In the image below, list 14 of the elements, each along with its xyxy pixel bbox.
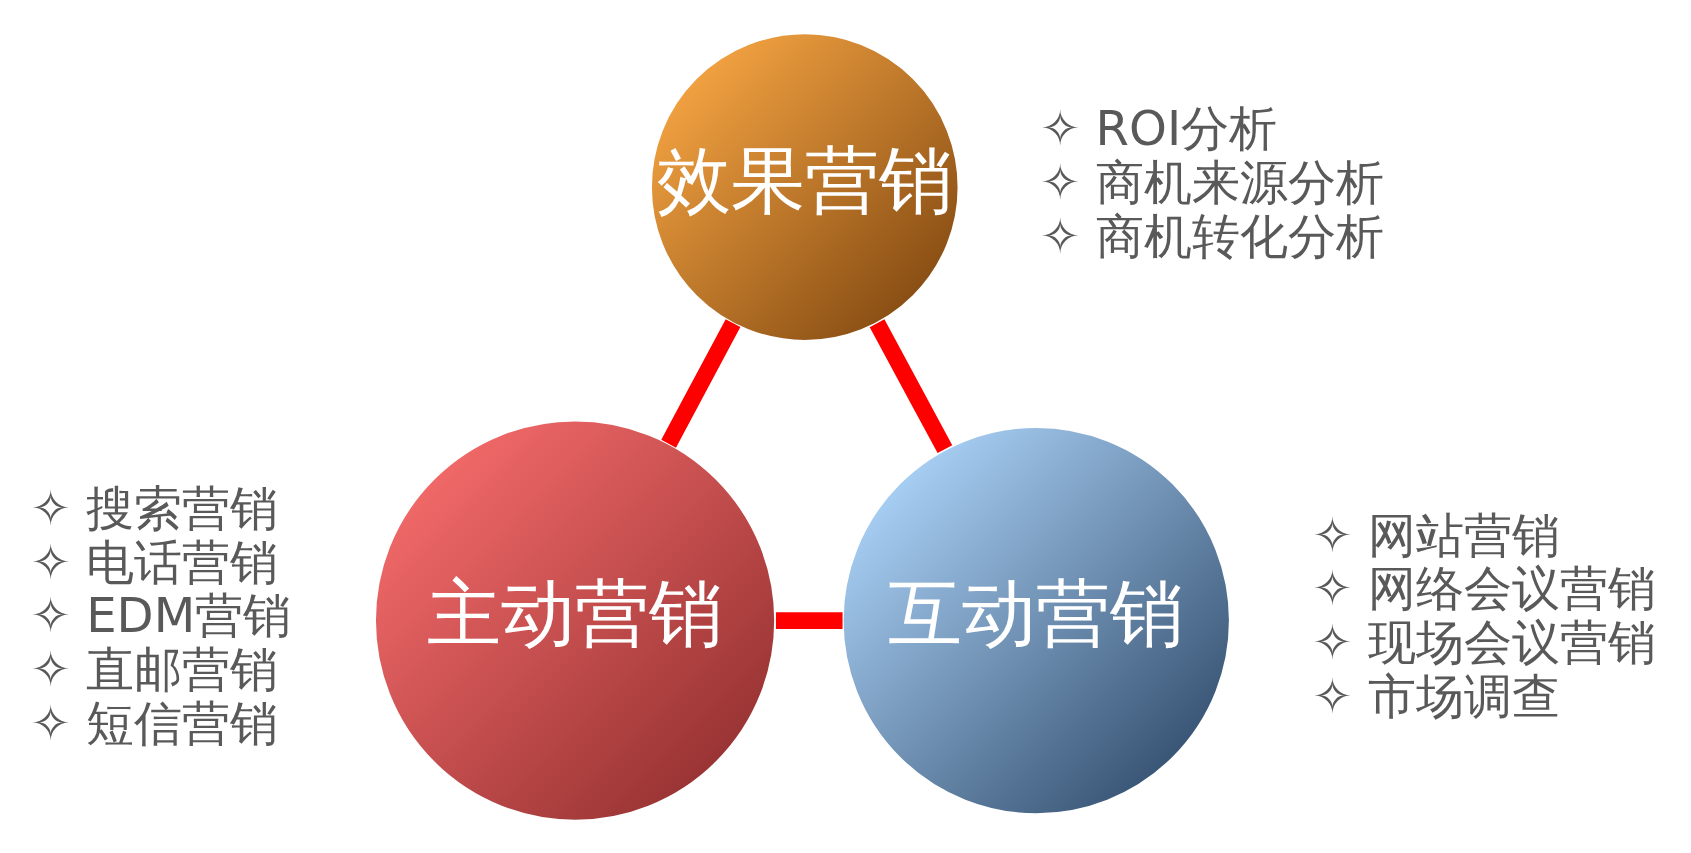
node-label: ✧ 短信营销 <box>30 694 279 751</box>
connector <box>869 318 953 453</box>
node-label: ✧ 搜索营销 <box>30 479 279 536</box>
connector <box>775 611 843 629</box>
node-label: ✧ 商机来源分析 <box>1039 153 1384 210</box>
node-circle: 效果营销 <box>650 32 960 342</box>
node-label: ✧ 商机转化分析 <box>1039 207 1384 264</box>
node-circle: 主动营销 <box>374 419 777 821</box>
node-label: ✧ 现场会议营销 <box>1312 613 1656 670</box>
node-label: ✧ 市场调查 <box>1312 667 1560 724</box>
node-circle: 互动营销 <box>841 425 1231 815</box>
node-label: ✧ ROI分析 <box>1039 99 1278 156</box>
node-label: ✧ 直邮营销 <box>30 640 279 697</box>
connector <box>661 318 741 448</box>
